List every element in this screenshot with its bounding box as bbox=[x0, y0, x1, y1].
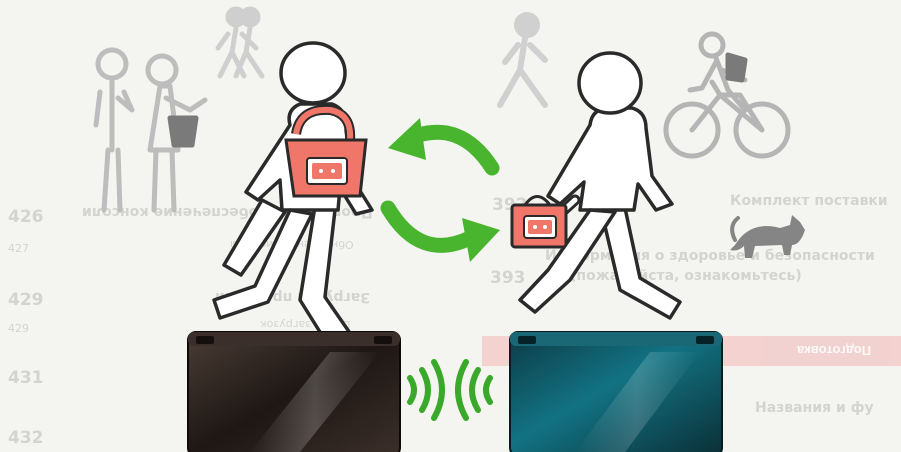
walking-person-right bbox=[520, 53, 680, 318]
distant-walkers-icon bbox=[218, 9, 262, 76]
walker-icon bbox=[500, 15, 545, 105]
bag-icon bbox=[512, 197, 566, 248]
cyclist-icon bbox=[666, 34, 788, 156]
console-teal-icon bbox=[510, 332, 722, 452]
exchange-arrows-icon bbox=[388, 118, 500, 262]
cat-icon bbox=[730, 215, 805, 258]
console-dark-icon bbox=[188, 332, 400, 452]
wireless-signal-icon bbox=[410, 362, 490, 418]
gossip-people-icon bbox=[96, 50, 205, 210]
